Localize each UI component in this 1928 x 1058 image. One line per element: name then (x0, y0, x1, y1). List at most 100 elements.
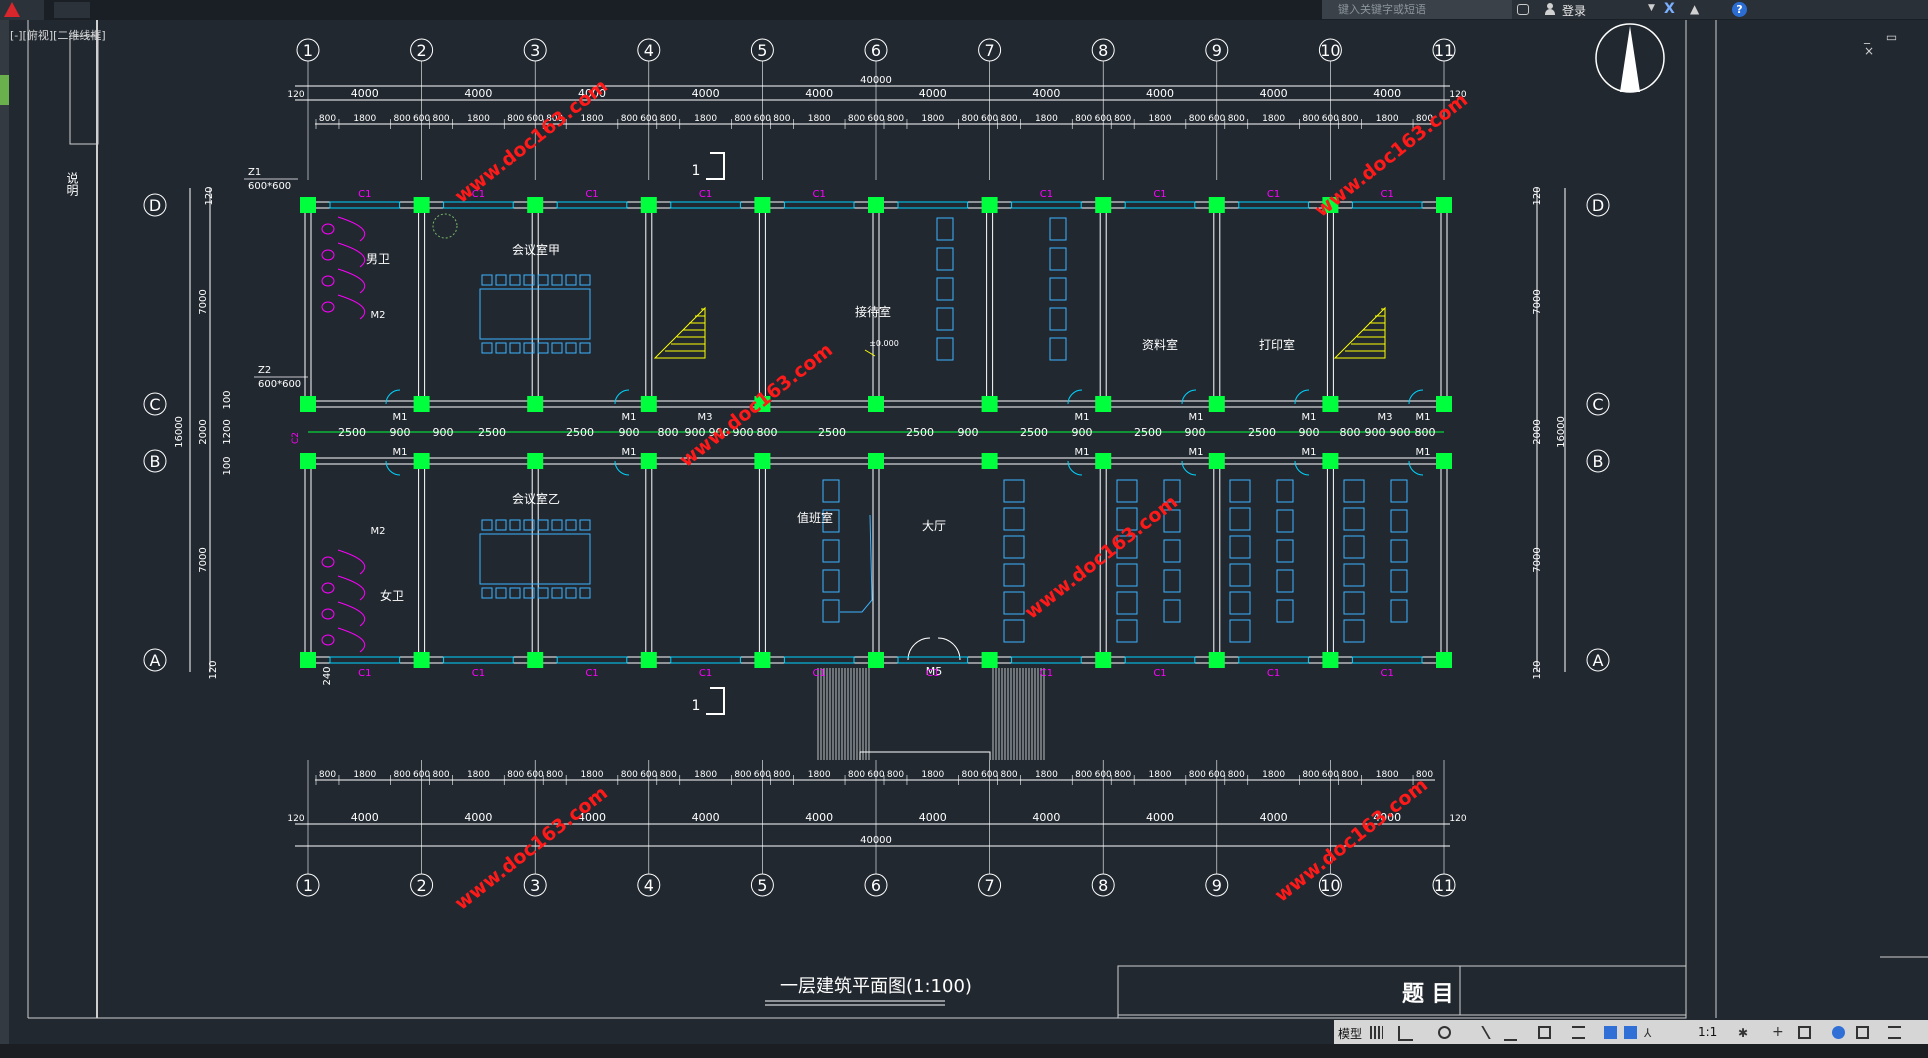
app-menu-button[interactable] (0, 0, 44, 20)
column (1095, 396, 1112, 412)
osnap-icon[interactable] (1504, 1026, 1517, 1041)
workstation (1390, 479, 1408, 503)
help-icon[interactable]: ? (1732, 2, 1747, 17)
window-dim: 800 (887, 114, 904, 124)
axis-number: 1 (303, 41, 313, 60)
model-space-button[interactable]: 模型 (1338, 1027, 1363, 1041)
workstation (1276, 479, 1294, 503)
edge-dim: 120 (1449, 814, 1466, 824)
workstation (1229, 507, 1251, 531)
column (1208, 652, 1225, 668)
quick-access-toolbar[interactable] (54, 2, 90, 18)
side-legend-box (69, 35, 99, 145)
workstation (936, 247, 954, 271)
axis-bubble (143, 648, 167, 672)
viewport-controls[interactable]: [-][俯视][二维线框] (10, 29, 106, 42)
chair (565, 587, 577, 599)
axis-bubble (1586, 449, 1610, 473)
vertical-dim: 2000 (1532, 419, 1543, 444)
column (754, 453, 771, 469)
annotation-scale-icon[interactable]: ⅄ (1644, 1026, 1652, 1040)
a360-icon[interactable]: ▲ (1690, 2, 1700, 16)
chair (565, 274, 577, 286)
clean-screen-icon[interactable] (1856, 1026, 1869, 1039)
gear-icon[interactable]: ✱ (1738, 1026, 1749, 1040)
bay-dim: 4000 (351, 811, 379, 824)
axis-number: 5 (757, 41, 767, 60)
bay-dim: 4000 (1373, 87, 1401, 100)
chair (523, 587, 535, 599)
bay-dim: 4000 (1032, 87, 1060, 100)
column (1436, 453, 1452, 469)
ortho-icon[interactable] (1438, 1026, 1451, 1039)
chair (523, 342, 535, 354)
corridor-dim: 2500 (1134, 426, 1162, 439)
stall-door (337, 601, 366, 627)
workstation (1343, 619, 1365, 643)
column (300, 197, 316, 213)
user-icon[interactable] (1545, 3, 1555, 15)
otrack-icon[interactable] (1538, 1026, 1551, 1039)
binoculars-icon[interactable] (1517, 4, 1529, 15)
chair (481, 342, 493, 354)
column (981, 453, 998, 469)
window-controls[interactable]: _ ▭ × (1864, 30, 1904, 58)
chair (495, 274, 507, 286)
customize-menu-icon[interactable] (1888, 1026, 1901, 1039)
column (981, 197, 998, 213)
hardware-accel-icon[interactable] (1832, 1026, 1845, 1039)
window-dim: 800 (1416, 114, 1433, 124)
plant (432, 213, 458, 239)
window-dim: 800 (734, 770, 751, 780)
workstation (1390, 599, 1408, 623)
corridor-dim: 800 (1340, 426, 1361, 439)
grid-icon[interactable] (1370, 1026, 1383, 1039)
workstation (936, 217, 954, 241)
window (443, 656, 514, 664)
vertical-dim: 7000 (1532, 289, 1543, 314)
chair (481, 274, 493, 286)
room-label: 接待室 (855, 304, 891, 319)
window-dim: 1800 (467, 114, 490, 124)
window (1351, 656, 1423, 664)
annotation-scale[interactable]: 1:1 (1698, 1025, 1718, 1039)
workstation (822, 509, 840, 533)
bay-dim: 4000 (692, 87, 720, 100)
window (783, 201, 855, 209)
window-tag: C1 (1267, 668, 1280, 679)
chair (537, 587, 549, 599)
isolate-icon[interactable] (1798, 1026, 1811, 1039)
chair (579, 274, 591, 286)
annotation-icon[interactable] (1604, 1026, 1617, 1039)
door-swing (614, 460, 630, 476)
stall-door (337, 242, 366, 268)
axis-letter: C (1592, 395, 1603, 414)
bay-dim: 4000 (1146, 811, 1174, 824)
north-arrow-icon (1620, 26, 1640, 92)
bay-dim: 4000 (805, 87, 833, 100)
axis-number: 9 (1212, 876, 1222, 895)
column (1322, 453, 1339, 469)
stair (653, 306, 706, 359)
corridor-dim: 900 (733, 426, 754, 439)
window-dim: 800 (1189, 770, 1206, 780)
window-dim: 1800 (921, 114, 944, 124)
exchange-x-icon[interactable]: X (1664, 1, 1675, 17)
search-input[interactable]: 键入关键字或短语 (1322, 0, 1512, 19)
toilet (321, 223, 335, 235)
chevron-down-icon[interactable]: ▼ (1648, 3, 1655, 13)
annotation-visibility-icon[interactable] (1624, 1026, 1637, 1039)
snap-icon[interactable] (1398, 1026, 1413, 1041)
window-dim: 1800 (1376, 770, 1399, 780)
login-button[interactable]: 登录 (1562, 4, 1587, 18)
window-tag: C1 (813, 189, 826, 200)
bay-dim: 4000 (805, 811, 833, 824)
axis-number: 11 (1434, 876, 1454, 895)
drawing-title: 一层建筑平面图(1:100) (780, 976, 972, 997)
axis-bubble (143, 449, 167, 473)
column (640, 652, 657, 668)
lineweight-icon[interactable] (1572, 1026, 1585, 1039)
plus-icon[interactable]: + (1772, 1024, 1784, 1040)
door-tag: M3 (698, 412, 713, 423)
